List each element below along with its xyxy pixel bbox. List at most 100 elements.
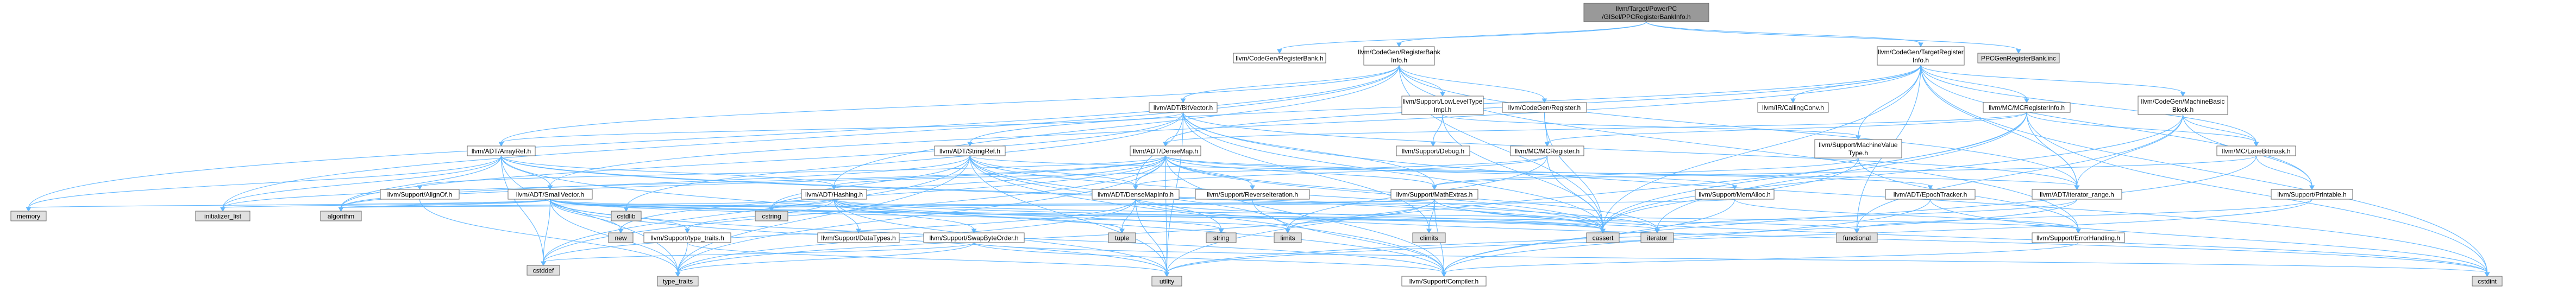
- node-swapbyteorder[interactable]: llvm/Support/SwapByteOrder.h: [923, 232, 1025, 243]
- node-box: [643, 232, 731, 243]
- node-box: [380, 189, 460, 200]
- edge-lanebitmask-to-mathextras: [1432, 155, 2257, 191]
- node-ppcinc: PPCGenRegisterBank.inc: [1977, 53, 2060, 64]
- node-label: llvm/Support/SwapByteOrder.h: [929, 234, 1018, 242]
- node-hashing[interactable]: llvm/ADT/Hashing.h: [801, 189, 867, 200]
- node-callconv[interactable]: llvm/IR/CallingConv.h: [1757, 102, 1829, 113]
- node-box: [801, 189, 867, 200]
- node-label: llvm/ADT/Hashing.h: [805, 191, 863, 199]
- node-box: [1401, 276, 1487, 287]
- node-label: llvm/CodeGen/TargetRegister: [1878, 48, 1963, 56]
- edge-llt-to-mvt: [1442, 114, 1861, 141]
- edge-stringref-to-cstddef: [541, 155, 970, 266]
- edge-tri-to-callconv: [1790, 65, 1921, 104]
- node-mathextras[interactable]: llvm/Support/MathExtras.h: [1390, 189, 1478, 200]
- node-box: [1510, 145, 1584, 156]
- node-label: llvm/MC/MCRegisterInfo.h: [1989, 104, 2065, 112]
- node-box: [1401, 96, 1484, 115]
- edge-errorhandling-to-compiler: [1441, 242, 2079, 277]
- node-label: llvm/MC/MCRegister.h: [1515, 148, 1580, 155]
- node-mcreginfo[interactable]: llvm/MC/MCRegisterInfo.h: [1983, 102, 2071, 113]
- node-cassert: cassert: [1586, 232, 1620, 243]
- edge-printable-to-functional: [1854, 199, 2312, 234]
- node-datatypes[interactable]: llvm/Support/DataTypes.h: [817, 232, 900, 243]
- node-reverseiter[interactable]: llvm/Support/ReverseIteration.h: [1195, 189, 1310, 200]
- node-iteratorrange[interactable]: llvm/ADT/iterator_range.h: [2032, 189, 2122, 200]
- node-label: tuple: [1115, 234, 1129, 242]
- node-rbi[interactable]: llvm/CodeGen/RegisterBankInfo.h: [1358, 46, 1441, 66]
- node-label: llvm/CodeGen/RegisterBank: [1358, 48, 1440, 56]
- node-box: [1149, 102, 1218, 113]
- node-label: cstdlib: [617, 213, 635, 220]
- node-functional: functional: [1836, 232, 1878, 243]
- node-errorhandling[interactable]: llvm/Support/ErrorHandling.h: [2032, 232, 2125, 243]
- node-memalloc[interactable]: llvm/Support/MemAlloc.h: [1695, 189, 1775, 200]
- node-densemap[interactable]: llvm/ADT/DenseMap.h: [1130, 145, 1201, 156]
- edge-swapbyteorder-to-compiler: [973, 242, 1447, 277]
- node-box: [934, 145, 1006, 156]
- node-bitvector[interactable]: llvm/ADT/BitVector.h: [1149, 102, 1218, 113]
- node-cgregister[interactable]: llvm/CodeGen/Register.h: [1502, 102, 1587, 113]
- node-label: algorithm: [328, 213, 354, 220]
- node-box: [755, 211, 788, 221]
- node-label: Type.h: [1848, 149, 1868, 157]
- node-regbank[interactable]: llvm/CodeGen/RegisterBank.h: [1233, 53, 1326, 64]
- edge-tri-to-iteratorrange: [1920, 65, 2080, 191]
- edges-layer: [26, 21, 2490, 277]
- node-label: llvm/Target/PowerPC: [1616, 5, 1677, 12]
- node-epochtracker[interactable]: llvm/ADT/EpochTracker.h: [1885, 189, 1976, 200]
- node-typetraits[interactable]: llvm/Support/type_traits.h: [643, 232, 731, 243]
- node-box: [2216, 145, 2296, 156]
- node-box: [467, 145, 536, 156]
- node-label: llvm/ADT/StringRef.h: [939, 148, 1000, 155]
- node-box: [817, 232, 900, 243]
- node-label: cstdint: [2478, 278, 2497, 285]
- edge-lanebitmask-to-printable: [2255, 155, 2315, 191]
- node-box: [2271, 189, 2353, 200]
- node-mcregister[interactable]: llvm/MC/MCRegister.h: [1510, 145, 1584, 156]
- node-box: [2138, 96, 2228, 115]
- node-climits: climits: [1412, 232, 1446, 243]
- node-densemapinfo[interactable]: llvm/ADT/DenseMapInfo.h: [1092, 189, 1180, 200]
- node-cstdlib: cstdlib: [611, 211, 642, 221]
- node-label: llvm/Support/DataTypes.h: [821, 234, 895, 242]
- node-stringref[interactable]: llvm/ADT/StringRef.h: [934, 145, 1006, 156]
- node-box: [1983, 102, 2071, 113]
- node-label: llvm/ADT/EpochTracker.h: [1894, 191, 1967, 199]
- edge-mcregister-to-densemapinfo: [1133, 155, 1548, 191]
- node-box: [507, 189, 593, 200]
- node-lanebitmask[interactable]: llvm/MC/LaneBitmask.h: [2216, 145, 2296, 156]
- edge-iteratorrange-to-iterator: [1654, 199, 2078, 234]
- node-box: [2472, 276, 2503, 287]
- edge-mathextras-to-algorithm: [338, 199, 1435, 212]
- node-label: Block.h: [2172, 106, 2193, 113]
- node-label: cassert: [1593, 234, 1614, 242]
- edge-swapbyteorder-to-cstddef: [541, 242, 975, 266]
- node-debug[interactable]: llvm/Support/Debug.h: [1396, 145, 1470, 156]
- node-smallvector[interactable]: llvm/ADT/SmallVector.h: [507, 189, 593, 200]
- node-label: initializer_list: [204, 213, 242, 220]
- node-box: [2032, 232, 2125, 243]
- edge-bitvector-to-iteratorrange: [1182, 112, 2080, 191]
- node-box: [1977, 53, 2060, 64]
- node-memory: memory: [10, 211, 47, 221]
- node-box: [1108, 232, 1136, 243]
- edge-mcreginfo-to-mcregister: [1544, 112, 2027, 147]
- node-arrayref[interactable]: llvm/ADT/ArrayRef.h: [467, 145, 536, 156]
- node-label: cstring: [762, 213, 781, 220]
- node-box: [1363, 46, 1435, 66]
- node-alignof[interactable]: llvm/Support/AlignOf.h: [380, 189, 460, 200]
- edge-tri-to-mvt: [1856, 65, 1921, 141]
- node-label: llvm/Support/Compiler.h: [1409, 278, 1478, 285]
- node-printable[interactable]: llvm/Support/Printable.h: [2271, 189, 2353, 200]
- edge-root-to-rbi: [1396, 21, 1647, 48]
- edge-densemap-to-utility: [1164, 155, 1170, 277]
- node-string: string: [1206, 232, 1237, 243]
- node-label: llvm/Support/AlignOf.h: [387, 191, 452, 199]
- node-box: [1836, 232, 1878, 243]
- node-compiler[interactable]: llvm/Support/Compiler.h: [1401, 276, 1487, 287]
